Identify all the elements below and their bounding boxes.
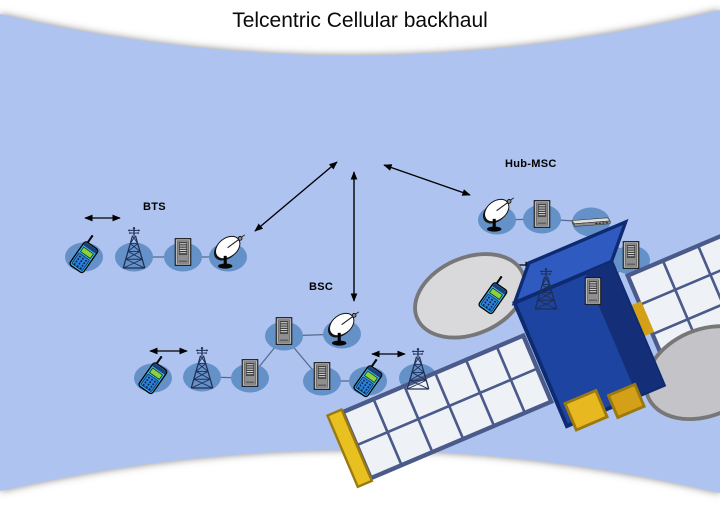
equipment-rack-icon: [313, 362, 331, 390]
equipment-rack-icon: [174, 238, 192, 266]
hub-msc-label: Hub-MSC: [505, 158, 557, 170]
equipment-rack-icon: [584, 277, 602, 305]
equipment-rack-icon: [622, 241, 640, 269]
slide-title: Telcentric Cellular backhaul: [232, 9, 488, 32]
equipment-rack-icon: [275, 317, 293, 345]
equipment-rack-icon: [533, 200, 551, 228]
equipment-rack-icon: [241, 359, 259, 387]
bts-label: BTS: [143, 201, 166, 213]
bsc-label: BSC: [309, 281, 334, 293]
satellite-link-arrows: [254, 161, 471, 302]
